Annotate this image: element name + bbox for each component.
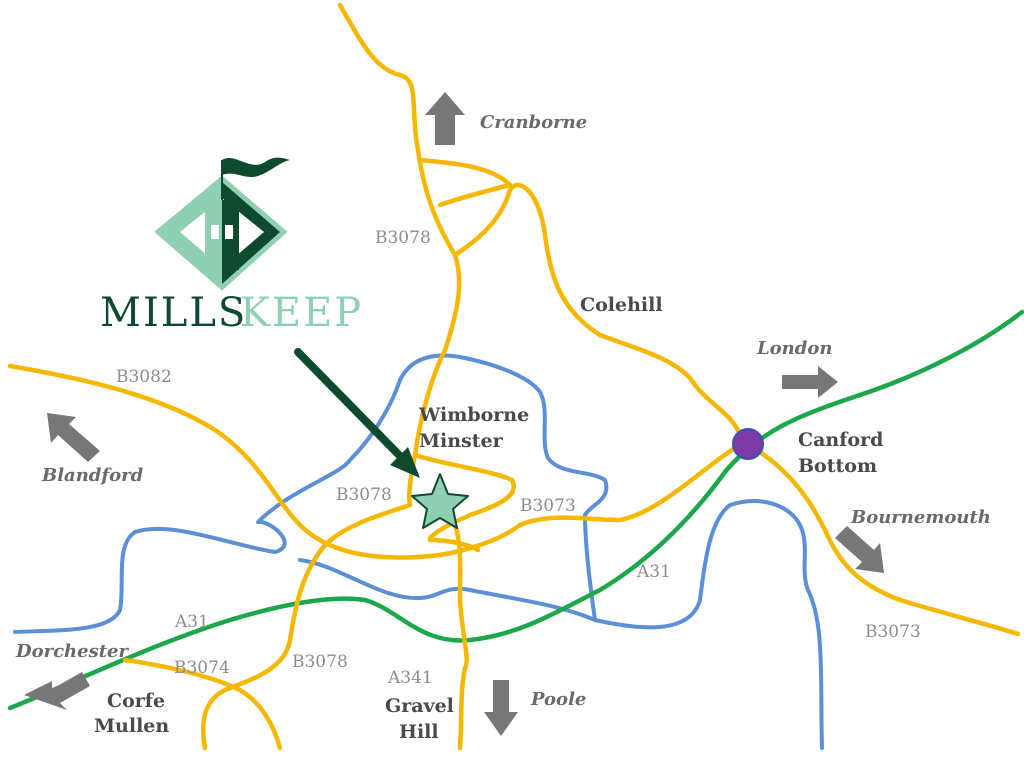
location-star-icon bbox=[411, 473, 469, 529]
road-label-b3073-center: B3073 bbox=[520, 496, 576, 516]
direction-arrows bbox=[24, 92, 884, 736]
road-label-b3078-center: B3078 bbox=[336, 485, 392, 505]
place-label-colehill: Colehill bbox=[580, 294, 663, 316]
place-label-bottom: Bottom bbox=[798, 455, 877, 477]
direction-arrow-icon bbox=[835, 526, 884, 573]
direction-arrow-icon bbox=[782, 366, 838, 398]
rivers bbox=[13, 353, 824, 750]
place-label-wimborne: Wimborne bbox=[418, 404, 529, 426]
direction-label-blandford: Blandford bbox=[41, 465, 144, 486]
road-label-a341: A341 bbox=[387, 668, 433, 688]
b-roads bbox=[7, 2, 1021, 751]
direction-arrow-icon bbox=[24, 672, 90, 710]
place-label-minster: Minster bbox=[419, 430, 504, 452]
road-label-b3082: B3082 bbox=[116, 367, 172, 387]
river-main bbox=[13, 353, 824, 750]
pointer-arrow-icon bbox=[294, 348, 420, 478]
logo-name-part2: KEEP bbox=[240, 290, 363, 336]
direction-label-bournemouth: Bournemouth bbox=[850, 507, 991, 528]
place-label-canford: Canford bbox=[798, 429, 883, 451]
direction-arrow-icon bbox=[484, 680, 518, 736]
direction-label-london: London bbox=[756, 338, 832, 359]
road-label-b3078-north: B3078 bbox=[375, 228, 431, 248]
place-label-hill: Hill bbox=[399, 721, 439, 743]
logo-name-part1: MILLS bbox=[100, 290, 247, 336]
direction-label-poole: Poole bbox=[530, 689, 586, 710]
road-label-b3078-south: B3078 bbox=[292, 652, 348, 672]
road-label-a31-right: A31 bbox=[636, 562, 671, 582]
direction-arrow-icon bbox=[425, 92, 465, 145]
river-south-branch bbox=[298, 558, 597, 622]
direction-label-cranborne: Cranborne bbox=[480, 112, 587, 133]
road-label-b3073-right: B3073 bbox=[865, 622, 921, 642]
mills-keep-logo-icon bbox=[154, 157, 290, 291]
place-label-corfe: Corfe bbox=[107, 690, 165, 712]
place-label-mullen: Mullen bbox=[94, 715, 169, 737]
place-label-gravel: Gravel bbox=[385, 695, 454, 717]
direction-arrow-icon bbox=[47, 413, 100, 462]
a31-road bbox=[7, 309, 1024, 711]
roundabout-icon bbox=[732, 428, 764, 460]
road-label-b3074: B3074 bbox=[174, 658, 230, 678]
road-label-a31-left: A31 bbox=[174, 612, 209, 632]
direction-label-dorchester: Dorchester bbox=[15, 641, 129, 662]
